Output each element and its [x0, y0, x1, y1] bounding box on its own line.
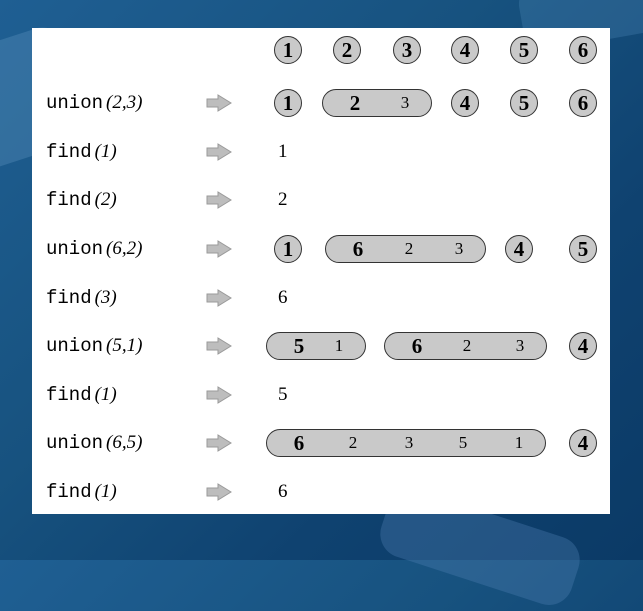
right-arrow-icon — [206, 191, 232, 209]
operation-keyword: find — [46, 384, 92, 406]
node-circle: 1 — [274, 235, 302, 263]
node-circle: 4 — [505, 235, 533, 263]
set-member: 2 — [404, 239, 414, 258]
operation-label: union(6,2) — [46, 229, 142, 269]
operation-keyword: find — [46, 189, 92, 211]
operation-args: (6,2) — [106, 238, 143, 259]
node-circle: 3 — [393, 36, 421, 64]
operation-keyword: union — [46, 92, 104, 114]
find-result: 6 — [278, 481, 288, 502]
set-group: 6 2 3 — [325, 235, 486, 263]
operation-keyword: find — [46, 141, 92, 163]
set-root: 6 — [293, 431, 305, 455]
operation-args: (1) — [94, 481, 117, 502]
set-group: 6 2 3 5 1 — [266, 429, 546, 457]
right-arrow-icon — [206, 483, 232, 501]
node-circle: 6 — [569, 36, 597, 64]
set-member: 2 — [462, 336, 472, 355]
set-member: 5 — [458, 433, 468, 452]
node-circle: 5 — [510, 89, 538, 117]
header-row: 1 2 3 4 5 6 — [32, 30, 610, 70]
find-result: 6 — [278, 287, 288, 308]
operation-label: union(5,1) — [46, 326, 142, 366]
right-arrow-icon — [206, 240, 232, 258]
find-row: find(1) 1 — [32, 132, 610, 172]
find-row: find(2) 2 — [32, 180, 610, 220]
right-arrow-icon — [206, 143, 232, 161]
node-circle: 4 — [451, 89, 479, 117]
right-arrow-icon — [206, 94, 232, 112]
node-circle: 2 — [333, 36, 361, 64]
set-member: 2 — [348, 433, 358, 452]
node-circle: 4 — [451, 36, 479, 64]
find-result: 5 — [278, 384, 288, 405]
operation-args: (5,1) — [106, 335, 143, 356]
set-root: 2 — [349, 91, 361, 115]
operation-keyword: find — [46, 287, 92, 309]
operation-keyword: union — [46, 335, 104, 357]
operation-args: (1) — [94, 141, 117, 162]
find-row: find(3) 6 — [32, 278, 610, 318]
operation-keyword: find — [46, 481, 92, 503]
set-member: 1 — [334, 336, 344, 355]
operation-label: find(2) — [46, 180, 117, 220]
set-group: 6 2 3 — [384, 332, 547, 360]
node-circle: 1 — [274, 89, 302, 117]
set-member: 3 — [515, 336, 525, 355]
right-arrow-icon — [206, 337, 232, 355]
set-member: 3 — [404, 433, 414, 452]
set-root: 6 — [411, 334, 423, 358]
operation-label: find(1) — [46, 375, 117, 415]
right-arrow-icon — [206, 289, 232, 307]
node-circle: 1 — [274, 36, 302, 64]
operation-args: (2) — [94, 189, 117, 210]
find-result: 2 — [278, 189, 288, 210]
node-circle: 5 — [569, 235, 597, 263]
node-circle: 6 — [569, 89, 597, 117]
operation-args: (3) — [94, 287, 117, 308]
set-member: 1 — [514, 433, 524, 452]
operation-args: (2,3) — [106, 92, 143, 113]
node-circle: 4 — [569, 332, 597, 360]
union-row: union(6,5) 6 2 3 5 1 4 — [32, 423, 610, 463]
right-arrow-icon — [206, 386, 232, 404]
set-root: 5 — [293, 334, 305, 358]
right-arrow-icon — [206, 434, 232, 452]
operation-label: find(1) — [46, 472, 117, 512]
operation-args: (1) — [94, 384, 117, 405]
find-row: find(1) 5 — [32, 375, 610, 415]
operation-label: find(3) — [46, 278, 117, 318]
set-member: 3 — [400, 93, 410, 112]
union-row: union(6,2) 1 6 2 3 4 5 — [32, 229, 610, 269]
node-circle: 5 — [510, 36, 538, 64]
operation-args: (6,5) — [106, 432, 143, 453]
find-row: find(1) 6 — [32, 472, 610, 512]
set-root: 6 — [352, 237, 364, 261]
operation-keyword: union — [46, 432, 104, 454]
operation-label: find(1) — [46, 132, 117, 172]
set-member: 3 — [454, 239, 464, 258]
operation-label: union(6,5) — [46, 423, 142, 463]
operation-keyword: union — [46, 238, 104, 260]
node-circle: 4 — [569, 429, 597, 457]
find-result: 1 — [278, 141, 288, 162]
operation-label: union(2,3) — [46, 83, 142, 123]
